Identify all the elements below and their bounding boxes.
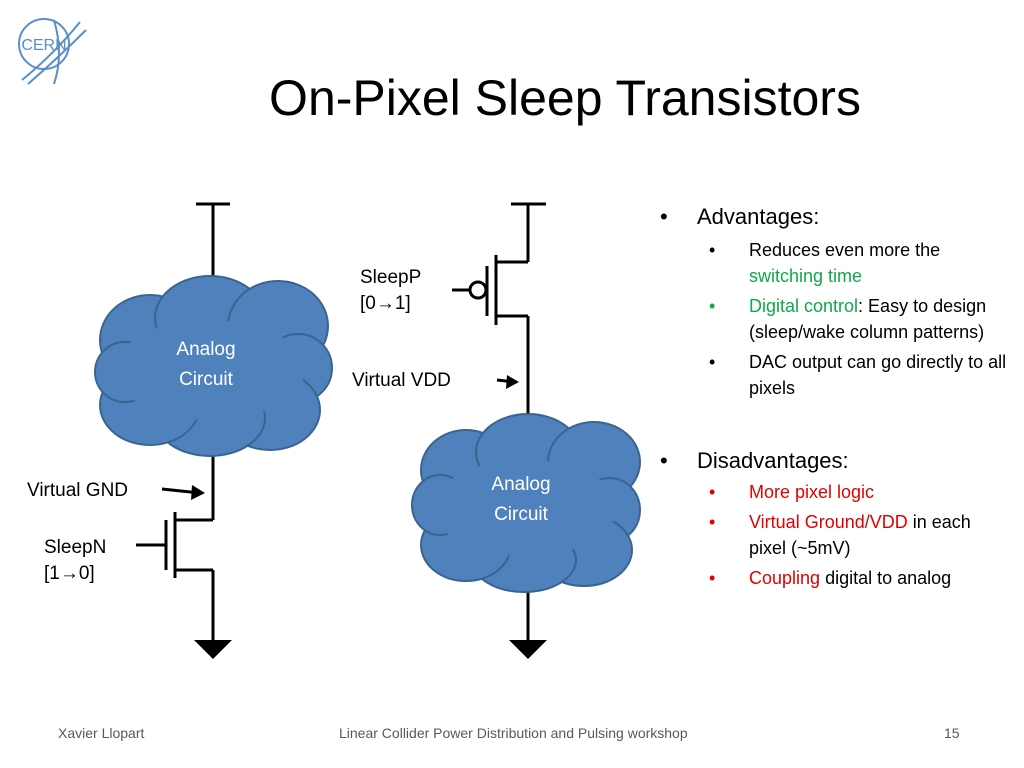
sleepp-label: SleepP [0→1] — [360, 267, 422, 314]
advantages-heading: Advantages: Reduces even more the switch… — [657, 203, 1007, 401]
sleepn-label: SleepN [1→0] — [44, 537, 107, 584]
virtual-gnd-arrowhead — [191, 485, 205, 500]
disadvantage-item-1: More pixel logic — [709, 479, 1007, 505]
footer-page-number: 15 — [944, 725, 960, 741]
slide-title: On-Pixel Sleep Transistors — [269, 70, 861, 126]
cern-logo-text: CERN — [21, 37, 66, 54]
footer-event: Linear Collider Power Distribution and P… — [339, 725, 688, 741]
right-cloud-label: Analog Circuit — [491, 474, 551, 525]
disadvantage-item-3: Coupling digital to analog — [709, 565, 1007, 591]
cern-logo: CERN — [18, 18, 87, 85]
advantage-item-3: DAC output can go directly to all pixels — [709, 349, 1007, 401]
pmos-gate-bubble — [468, 280, 488, 300]
bullet-list: Advantages: Reduces even more the switch… — [657, 203, 1007, 591]
left-analog-cloud — [94, 275, 333, 457]
circuit-diagram — [94, 202, 641, 659]
advantage-item-2: Digital control: Easy to design (sleep/w… — [709, 293, 1007, 345]
virtual-vdd-arrowhead — [506, 375, 519, 389]
advantage-item-1: Reduces even more the switching time — [709, 237, 1007, 289]
right-ground-symbol — [509, 640, 547, 659]
left-ground-symbol — [194, 640, 232, 659]
virtual-vdd-label: Virtual VDD — [352, 370, 451, 391]
virtual-gnd-label: Virtual GND — [27, 480, 129, 501]
right-analog-cloud — [411, 413, 641, 593]
disadvantage-item-2: Virtual Ground/VDD in each pixel (~5mV) — [709, 509, 1007, 561]
footer-author: Xavier Llopart — [58, 725, 145, 741]
disadvantages-heading: Disadvantages: More pixel logic Virtual … — [657, 447, 1007, 591]
left-cloud-label: Analog Circuit — [176, 339, 236, 390]
